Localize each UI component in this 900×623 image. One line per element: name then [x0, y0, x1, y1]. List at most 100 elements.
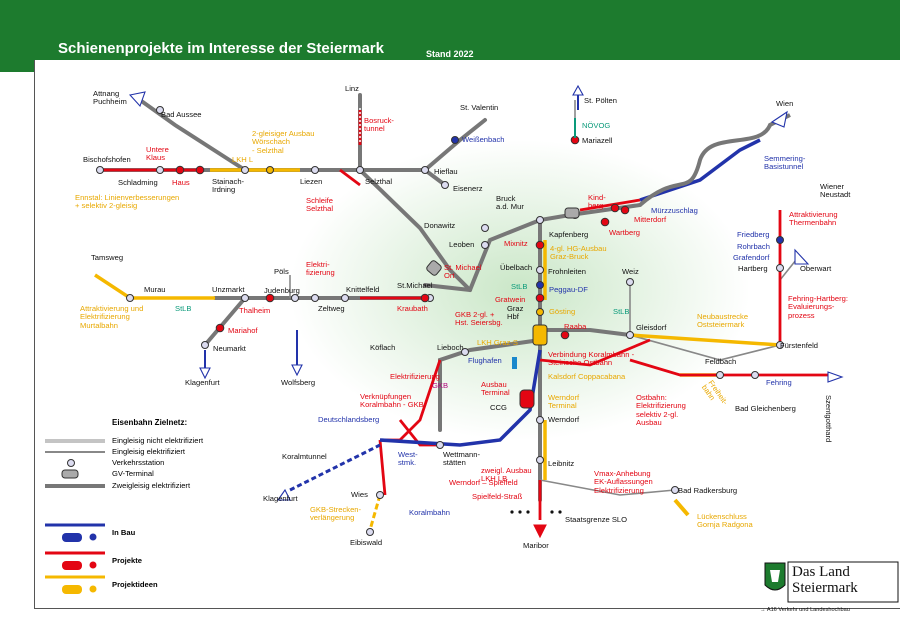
- station-leoben[interactable]: [481, 241, 489, 249]
- legend-item-terminal: GV-Terminal: [112, 469, 154, 478]
- station-liezen[interactable]: [311, 166, 319, 174]
- label-elektrifizierung-poels: Elektri- fizierung: [306, 260, 335, 278]
- station-gleisdorf[interactable]: [626, 331, 634, 339]
- terminal-stmichael[interactable]: [426, 260, 443, 277]
- label-rohrbach: Rohrbach: [737, 242, 770, 251]
- station-wartberg[interactable]: [600, 217, 610, 227]
- label-stlb-peggau: StLB: [511, 282, 528, 291]
- station-kraubath[interactable]: [420, 293, 430, 303]
- label-lueckenschluss: Lückenschluss Gornja Radgona: [697, 512, 753, 530]
- flughafen-marker[interactable]: [512, 357, 517, 369]
- arrow-wien-icon: [770, 110, 788, 128]
- steiermark-crest-icon: [764, 562, 786, 591]
- station-eibiswald[interactable]: [366, 528, 374, 536]
- label-stlb-weiz: StLB: [613, 307, 630, 316]
- station-mariahof[interactable]: [215, 323, 225, 333]
- station-donawitz[interactable]: [481, 224, 489, 232]
- station-goesting[interactable]: [536, 308, 544, 316]
- terminal-kapfenberg[interactable]: [564, 207, 580, 219]
- station-hieflau[interactable]: [421, 166, 429, 174]
- station-fehring[interactable]: [751, 371, 759, 379]
- station-wies[interactable]: [376, 491, 384, 499]
- legend-title: Eisenbahn Zielnetz:: [112, 418, 188, 427]
- station-bischofshofen[interactable]: [96, 166, 104, 174]
- station-unzmarkt[interactable]: [241, 294, 249, 302]
- label-st-michael: St.Michael: [397, 281, 433, 290]
- track-bruck-muerzzuschlag: [568, 203, 642, 217]
- label-klagenfurt-bottom: Klagenfurt: [263, 494, 298, 503]
- arrow-attnang-icon: [128, 91, 146, 108]
- station-judenburg[interactable]: [291, 294, 299, 302]
- terminal-ccg[interactable]: [519, 389, 535, 409]
- station-mitterdorf[interactable]: [620, 205, 630, 215]
- label-frohnleiten: Frohnleiten: [548, 267, 586, 276]
- station-werndorf[interactable]: [536, 416, 544, 424]
- label-stainach: Stainach- Irdning: [212, 177, 245, 195]
- station-raaba[interactable]: [560, 330, 570, 340]
- logo-line1: Das Land: [792, 564, 850, 580]
- station-eisenerz[interactable]: [441, 181, 449, 189]
- station-kindberg[interactable]: [610, 203, 620, 213]
- track-unzmarkt-neumarkt: [203, 296, 247, 347]
- legend-item-single-non-elec: Eingleisig nicht elektrifiziert: [112, 436, 204, 445]
- label-zeltweg: Zeltweg: [318, 304, 345, 313]
- track-wien: [638, 113, 791, 207]
- legend-in-bau: In Bau: [112, 528, 136, 537]
- station-hartberg[interactable]: [776, 264, 784, 272]
- label-gkb: GKB: [432, 381, 449, 390]
- label-weissenbach: Weißenbach: [462, 135, 505, 144]
- station-friedberg[interactable]: [776, 236, 784, 244]
- station-lkh-l[interactable]: [266, 166, 274, 174]
- station-gratwein[interactable]: [535, 293, 545, 303]
- station-knittelfeld[interactable]: [341, 294, 349, 302]
- station-weiz[interactable]: [626, 278, 634, 286]
- label-untere-klaus: Untere Klaus: [146, 145, 169, 163]
- station-zeltweg[interactable]: [311, 294, 319, 302]
- station-bruck[interactable]: [536, 216, 544, 224]
- station-schladming[interactable]: [156, 166, 164, 174]
- label-deutschlandsberg: Deutschlandsberg: [318, 415, 380, 424]
- idea-lueckenschluss: [673, 498, 690, 517]
- station-lieboch[interactable]: [461, 348, 469, 356]
- label-fuerstenfeld: Fürstenfeld: [780, 341, 818, 350]
- graz-hbf-box[interactable]: [532, 324, 548, 346]
- station-peggau[interactable]: [536, 281, 544, 289]
- station-stainach[interactable]: [241, 166, 249, 174]
- label-peggau-df: Peggau-DF: [549, 285, 588, 294]
- legend-swatch-in-bau-dot: [89, 533, 97, 541]
- station-murau[interactable]: [126, 294, 134, 302]
- station-untere-klaus[interactable]: [195, 165, 205, 175]
- label-szentgotthard: Szentgotthard: [824, 395, 833, 443]
- station-mixnitz[interactable]: [535, 240, 545, 250]
- in-construction-lines: [379, 138, 761, 447]
- station-thalheim[interactable]: [265, 293, 275, 303]
- label-raaba: Raaba: [564, 322, 587, 331]
- station-feldbach[interactable]: [716, 371, 724, 379]
- project-schleife: [339, 168, 361, 187]
- logo-frame: [787, 561, 899, 603]
- label-attnang: Attnang Puchheim: [93, 89, 127, 107]
- label-murau: Murau: [144, 285, 166, 294]
- label-kalsdorf: Kalsdorf Coppacabana: [548, 372, 626, 381]
- label-weiz: Weiz: [622, 267, 639, 276]
- station-attnang[interactable]: [156, 106, 164, 114]
- label-zweigl-ausbau: zweigl. Ausbau LKH LB: [481, 466, 532, 484]
- stations: [96, 106, 784, 536]
- label-wolfsberg: Wolfsberg: [281, 378, 316, 387]
- logo-line2: Steiermark: [792, 580, 858, 596]
- station-leibnitz[interactable]: [536, 456, 544, 464]
- construction-koralmtunnel: [289, 443, 381, 492]
- station-haus[interactable]: [175, 165, 185, 175]
- label-fehring: Fehring: [766, 378, 792, 387]
- station-neumarkt[interactable]: [201, 341, 209, 349]
- label-ausbau-terminal: Ausbau Terminal: [481, 380, 510, 398]
- station-radkersburg[interactable]: [671, 486, 679, 494]
- station-fuerstenfeld[interactable]: [776, 341, 784, 349]
- station-wettmannstaetten[interactable]: [436, 441, 444, 449]
- label-bruck: Bruck a.d. Mur: [496, 194, 524, 212]
- station-selzthal[interactable]: [356, 166, 364, 174]
- label-st-valentin: St. Valentin: [460, 103, 499, 112]
- station-frohnleiten[interactable]: [536, 266, 544, 274]
- station-weissenbach[interactable]: [451, 136, 459, 144]
- label-schleife: Schleife Selzthal: [306, 196, 334, 214]
